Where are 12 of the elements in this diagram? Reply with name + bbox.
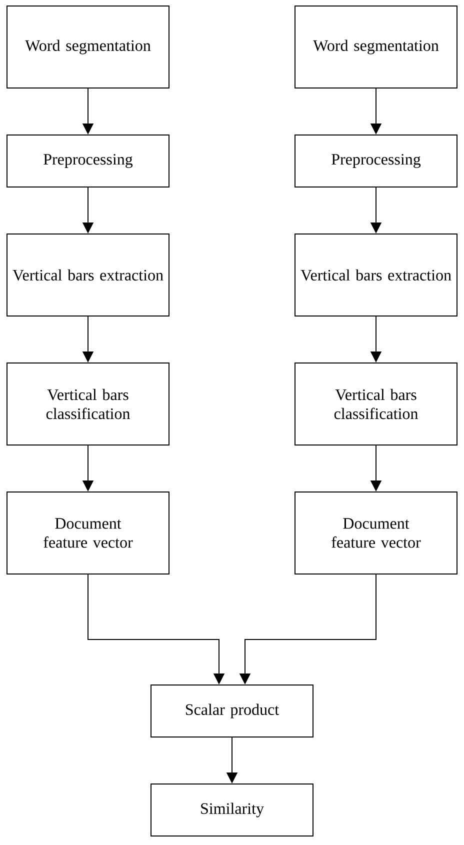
process-box: Word segmentation [294,6,458,88]
process-box: Vertical bars extraction [294,234,458,316]
process-box: Scalar product [150,684,314,738]
process-box: Preprocessing [6,134,170,188]
process-box: Document feature vector [294,492,458,574]
process-box: Document feature vector [6,492,170,574]
process-box: Vertical bars classification [6,362,170,446]
process-box: Vertical bars extraction [6,234,170,316]
process-box: Similarity [150,784,314,836]
process-box: Vertical bars classification [294,362,458,446]
process-box: Preprocessing [294,134,458,188]
process-box: Word segmentation [6,6,170,88]
